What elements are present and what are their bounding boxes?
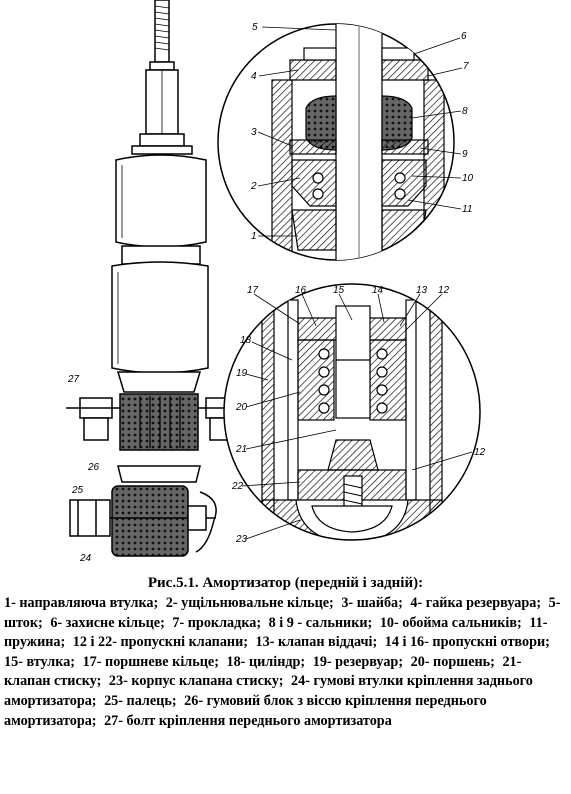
label-12-bottom: 12: [474, 447, 486, 458]
label-4: 4: [251, 71, 257, 82]
label-24: 24: [79, 553, 92, 564]
figure-caption: Рис.5.1. Амортизатор (передній і задній)…: [147, 575, 424, 591]
label-17: 17: [247, 285, 259, 296]
legend-item: 4- гайка резервуара;: [410, 595, 542, 611]
legend-item: 12 і 22- пропускні клапани;: [72, 634, 248, 651]
label-20: 20: [235, 402, 248, 413]
label-18: 18: [240, 335, 252, 346]
label-1: 1: [251, 231, 257, 242]
label-5: 5: [252, 22, 258, 33]
legend-item: 17- поршневе кільце;: [82, 653, 219, 670]
label-23: 23: [235, 534, 248, 545]
label-11: 11: [462, 204, 472, 215]
label-15: 15: [333, 285, 345, 296]
exterior-view: [66, 0, 246, 557]
label-12-top: 12: [438, 285, 450, 296]
label-9: 9: [462, 149, 468, 160]
label-26: 26: [87, 462, 100, 473]
label-25: 25: [71, 485, 84, 496]
figure-legend: 1- направляюча втулка; 2- ущільнювальне …: [4, 594, 569, 731]
label-10: 10: [462, 173, 474, 184]
label-27: 27: [67, 374, 80, 385]
legend-item: 19- резервуар;: [312, 653, 404, 670]
legend-item: 1- направляюча втулка;: [4, 595, 159, 611]
shock-absorber-figure: 5 6 7 4 8 3 9 2 10 11 1 17 16 15 14 13 1…: [66, 0, 486, 564]
legend-item: 8 і 9 - сальники;: [268, 614, 373, 631]
label-2: 2: [250, 181, 257, 192]
legend-item: 21- клапан стиску;: [4, 653, 522, 690]
legend-item: 15- втулка;: [4, 653, 76, 670]
legend-item: 18- циліндр;: [226, 653, 306, 670]
legend-item: 24- гумові втулки кріплення заднього амо…: [4, 673, 533, 709]
legend-item: 25- палець;: [104, 692, 177, 709]
label-14: 14: [372, 285, 384, 296]
label-8: 8: [462, 106, 468, 117]
legend-item: 3- шайба;: [341, 595, 403, 611]
leader-lines: [241, 26, 473, 540]
label-13: 13: [416, 285, 428, 296]
legend-item: 14 і 16- пропускні отвори;: [384, 634, 550, 651]
legend-item: 7- прокладка;: [172, 614, 262, 631]
legend-item: 10- обойма сальників;: [379, 614, 522, 631]
label-3: 3: [251, 127, 257, 138]
label-19: 19: [236, 368, 248, 379]
label-16: 16: [295, 285, 307, 296]
legend-item: 2- ущільнювальне кільце;: [165, 595, 334, 611]
lower-section-detail: [223, 283, 481, 541]
legend-item: 20- поршень;: [410, 653, 495, 670]
legend-item: 23- корпус клапана стиску;: [108, 673, 284, 690]
label-21: 21: [235, 444, 247, 455]
legend-item: 13- клапан віддачі;: [255, 634, 378, 651]
label-22: 22: [231, 481, 244, 492]
legend-item: 6- захисне кільце;: [50, 614, 165, 631]
part-labels: 5 6 7 4 8 3 9 2 10 11 1 17 16 15 14 13 1…: [67, 22, 486, 564]
legend-item: 26- гумовий блок з віссю кріплення перед…: [4, 692, 487, 729]
legend-item: 27- болт кріплення переднього амортизато…: [104, 712, 392, 729]
legend-item: 11- пружина;: [4, 614, 548, 651]
label-7: 7: [463, 61, 469, 72]
legend-item: 5- шток;: [4, 595, 561, 631]
label-6: 6: [461, 31, 467, 42]
